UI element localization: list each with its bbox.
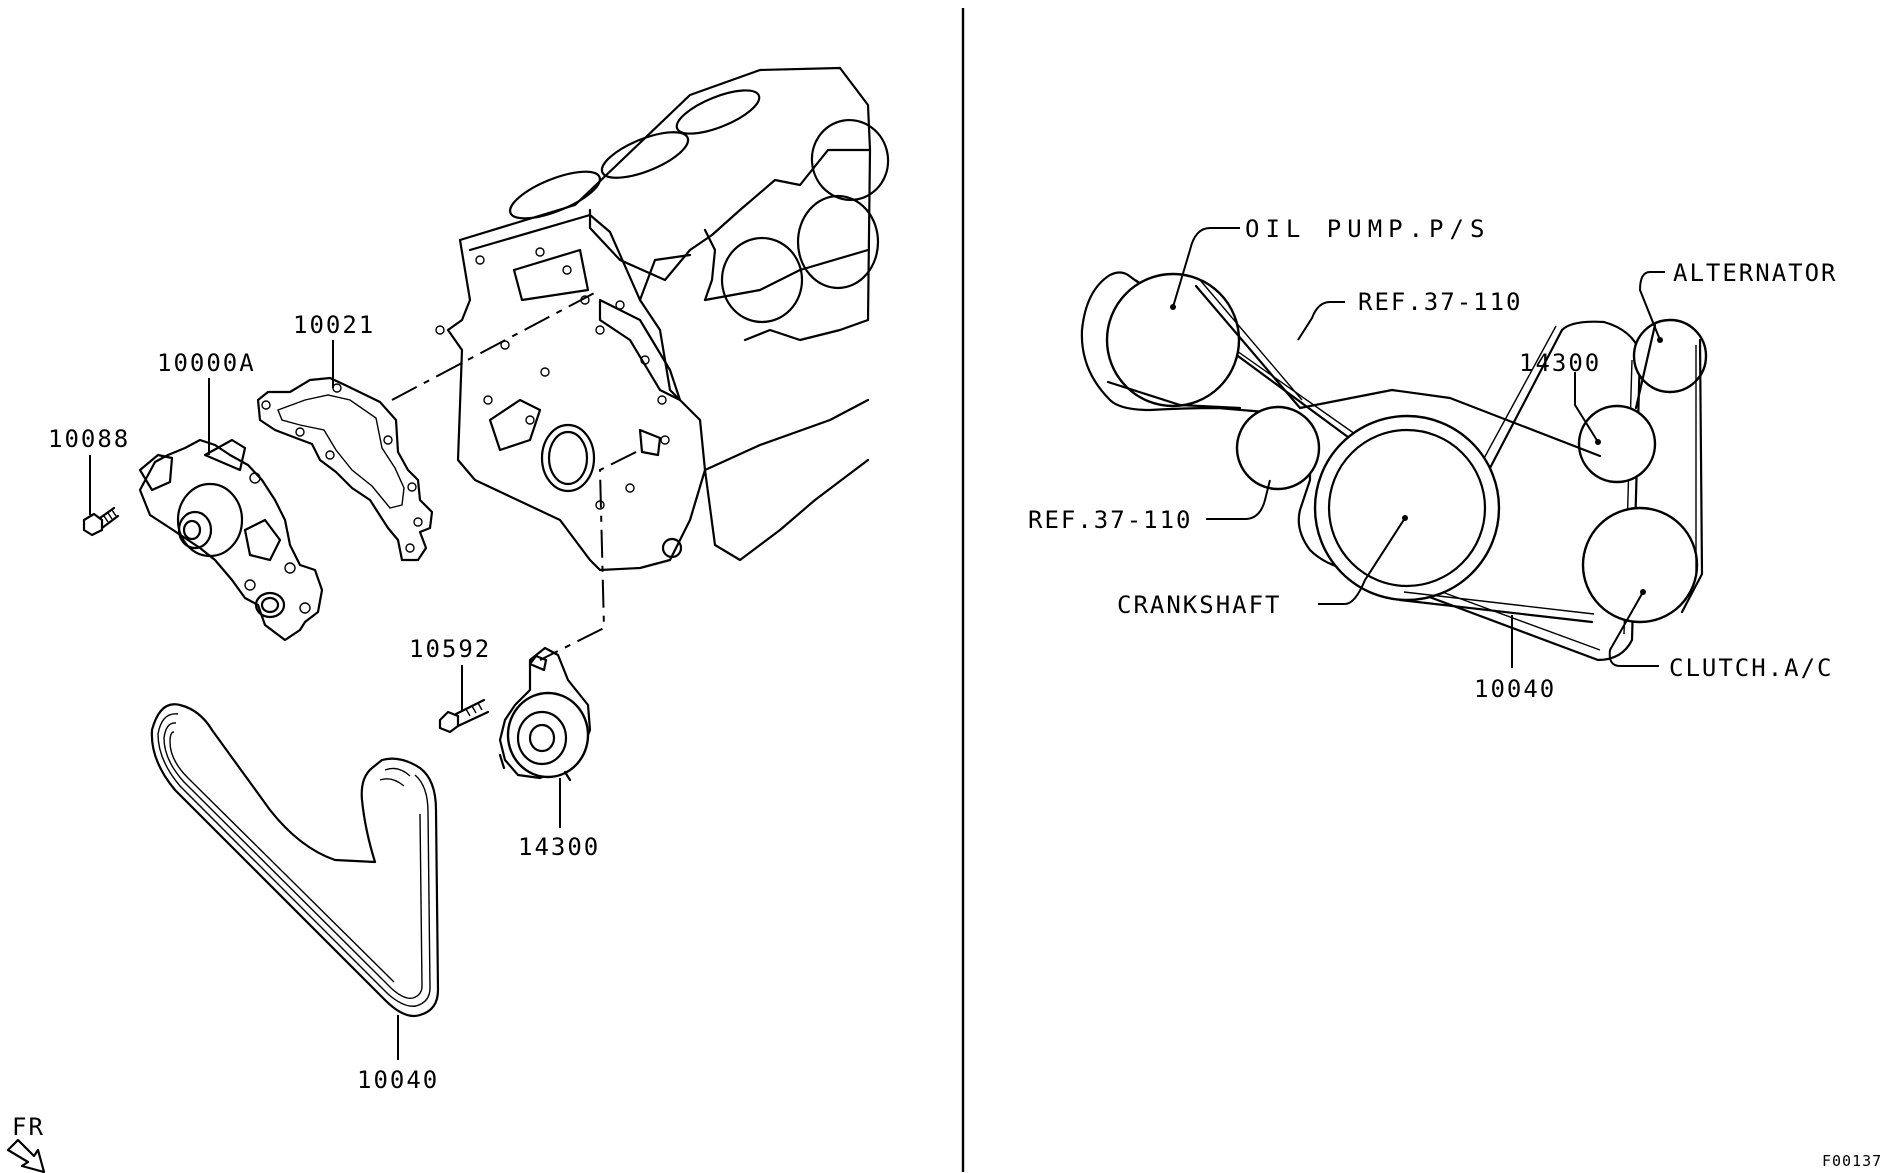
exploded-view: 10021 10000A 10088 10592 14300 10040 FR: [6, 66, 890, 1173]
alignment-line-tensioner: [539, 451, 637, 661]
label-oil-pump: OIL PUMP.P/S: [1245, 215, 1490, 243]
pulley-idler: [1235, 405, 1321, 491]
label-tensioner-bolt: 10592: [409, 635, 491, 663]
pulley-crankshaft-outer: [1313, 414, 1501, 602]
label-pump-bolt: 10088: [48, 425, 130, 453]
label-belt: 10040: [357, 1066, 439, 1094]
gasket: [256, 376, 434, 562]
pulley-crankshaft-inner: [1327, 428, 1487, 588]
figure-code: F00137: [1822, 1152, 1882, 1170]
tensioner: [498, 646, 592, 782]
serpentine-belt: [150, 703, 440, 1018]
alignment-line-gasket: [391, 289, 601, 401]
label-ref-top: REF.37-110: [1358, 288, 1523, 316]
pump-bolt: [82, 506, 120, 537]
direction-label: FR: [12, 1113, 45, 1141]
pulley-tensioner: [1577, 404, 1657, 484]
belt-routing: OIL PUMP.P/S REF.37-110 ALTERNATOR 14300…: [1028, 215, 1838, 703]
label-gasket: 10021: [293, 311, 375, 339]
label-water-pump: 10000A: [157, 349, 256, 377]
pulley-alternator: [1632, 318, 1708, 394]
label-tensioner-ref: 14300: [1519, 349, 1601, 377]
engine-block: [435, 66, 890, 572]
label-crankshaft: CRANKSHAFT: [1117, 591, 1282, 619]
pulley-oil-pump: [1105, 272, 1241, 408]
tensioner-bolt: [438, 698, 490, 734]
label-tensioner: 14300: [518, 833, 600, 861]
label-ref-left: REF.37-110: [1028, 506, 1193, 534]
water-pump: [138, 438, 324, 642]
label-clutch: CLUTCH.A/C: [1669, 654, 1834, 682]
direction-arrow-icon: [6, 1138, 46, 1173]
label-alternator: ALTERNATOR: [1673, 259, 1838, 287]
pulley-clutch: [1581, 506, 1699, 624]
label-routing-belt: 10040: [1474, 675, 1556, 703]
